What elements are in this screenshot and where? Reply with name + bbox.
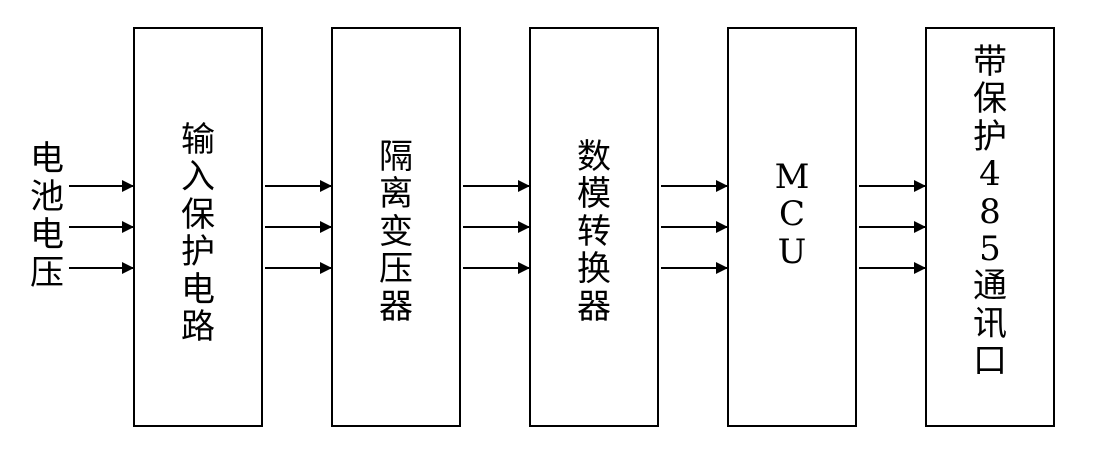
input-protection-label: 输入保护电路 [181, 120, 215, 347]
battery-voltage-label: 电池电压 [27, 140, 67, 292]
input-protection-block: 输入保护电路 [133, 27, 263, 427]
battery-voltage-text: 电池电压 [30, 139, 64, 294]
isolation-transformer-label: 隔离变压器 [379, 137, 413, 327]
dac-label: 数模转换器 [577, 137, 611, 327]
dac-block: 数模转换器 [529, 27, 659, 427]
isolation-transformer-block: 隔离变压器 [331, 27, 461, 427]
